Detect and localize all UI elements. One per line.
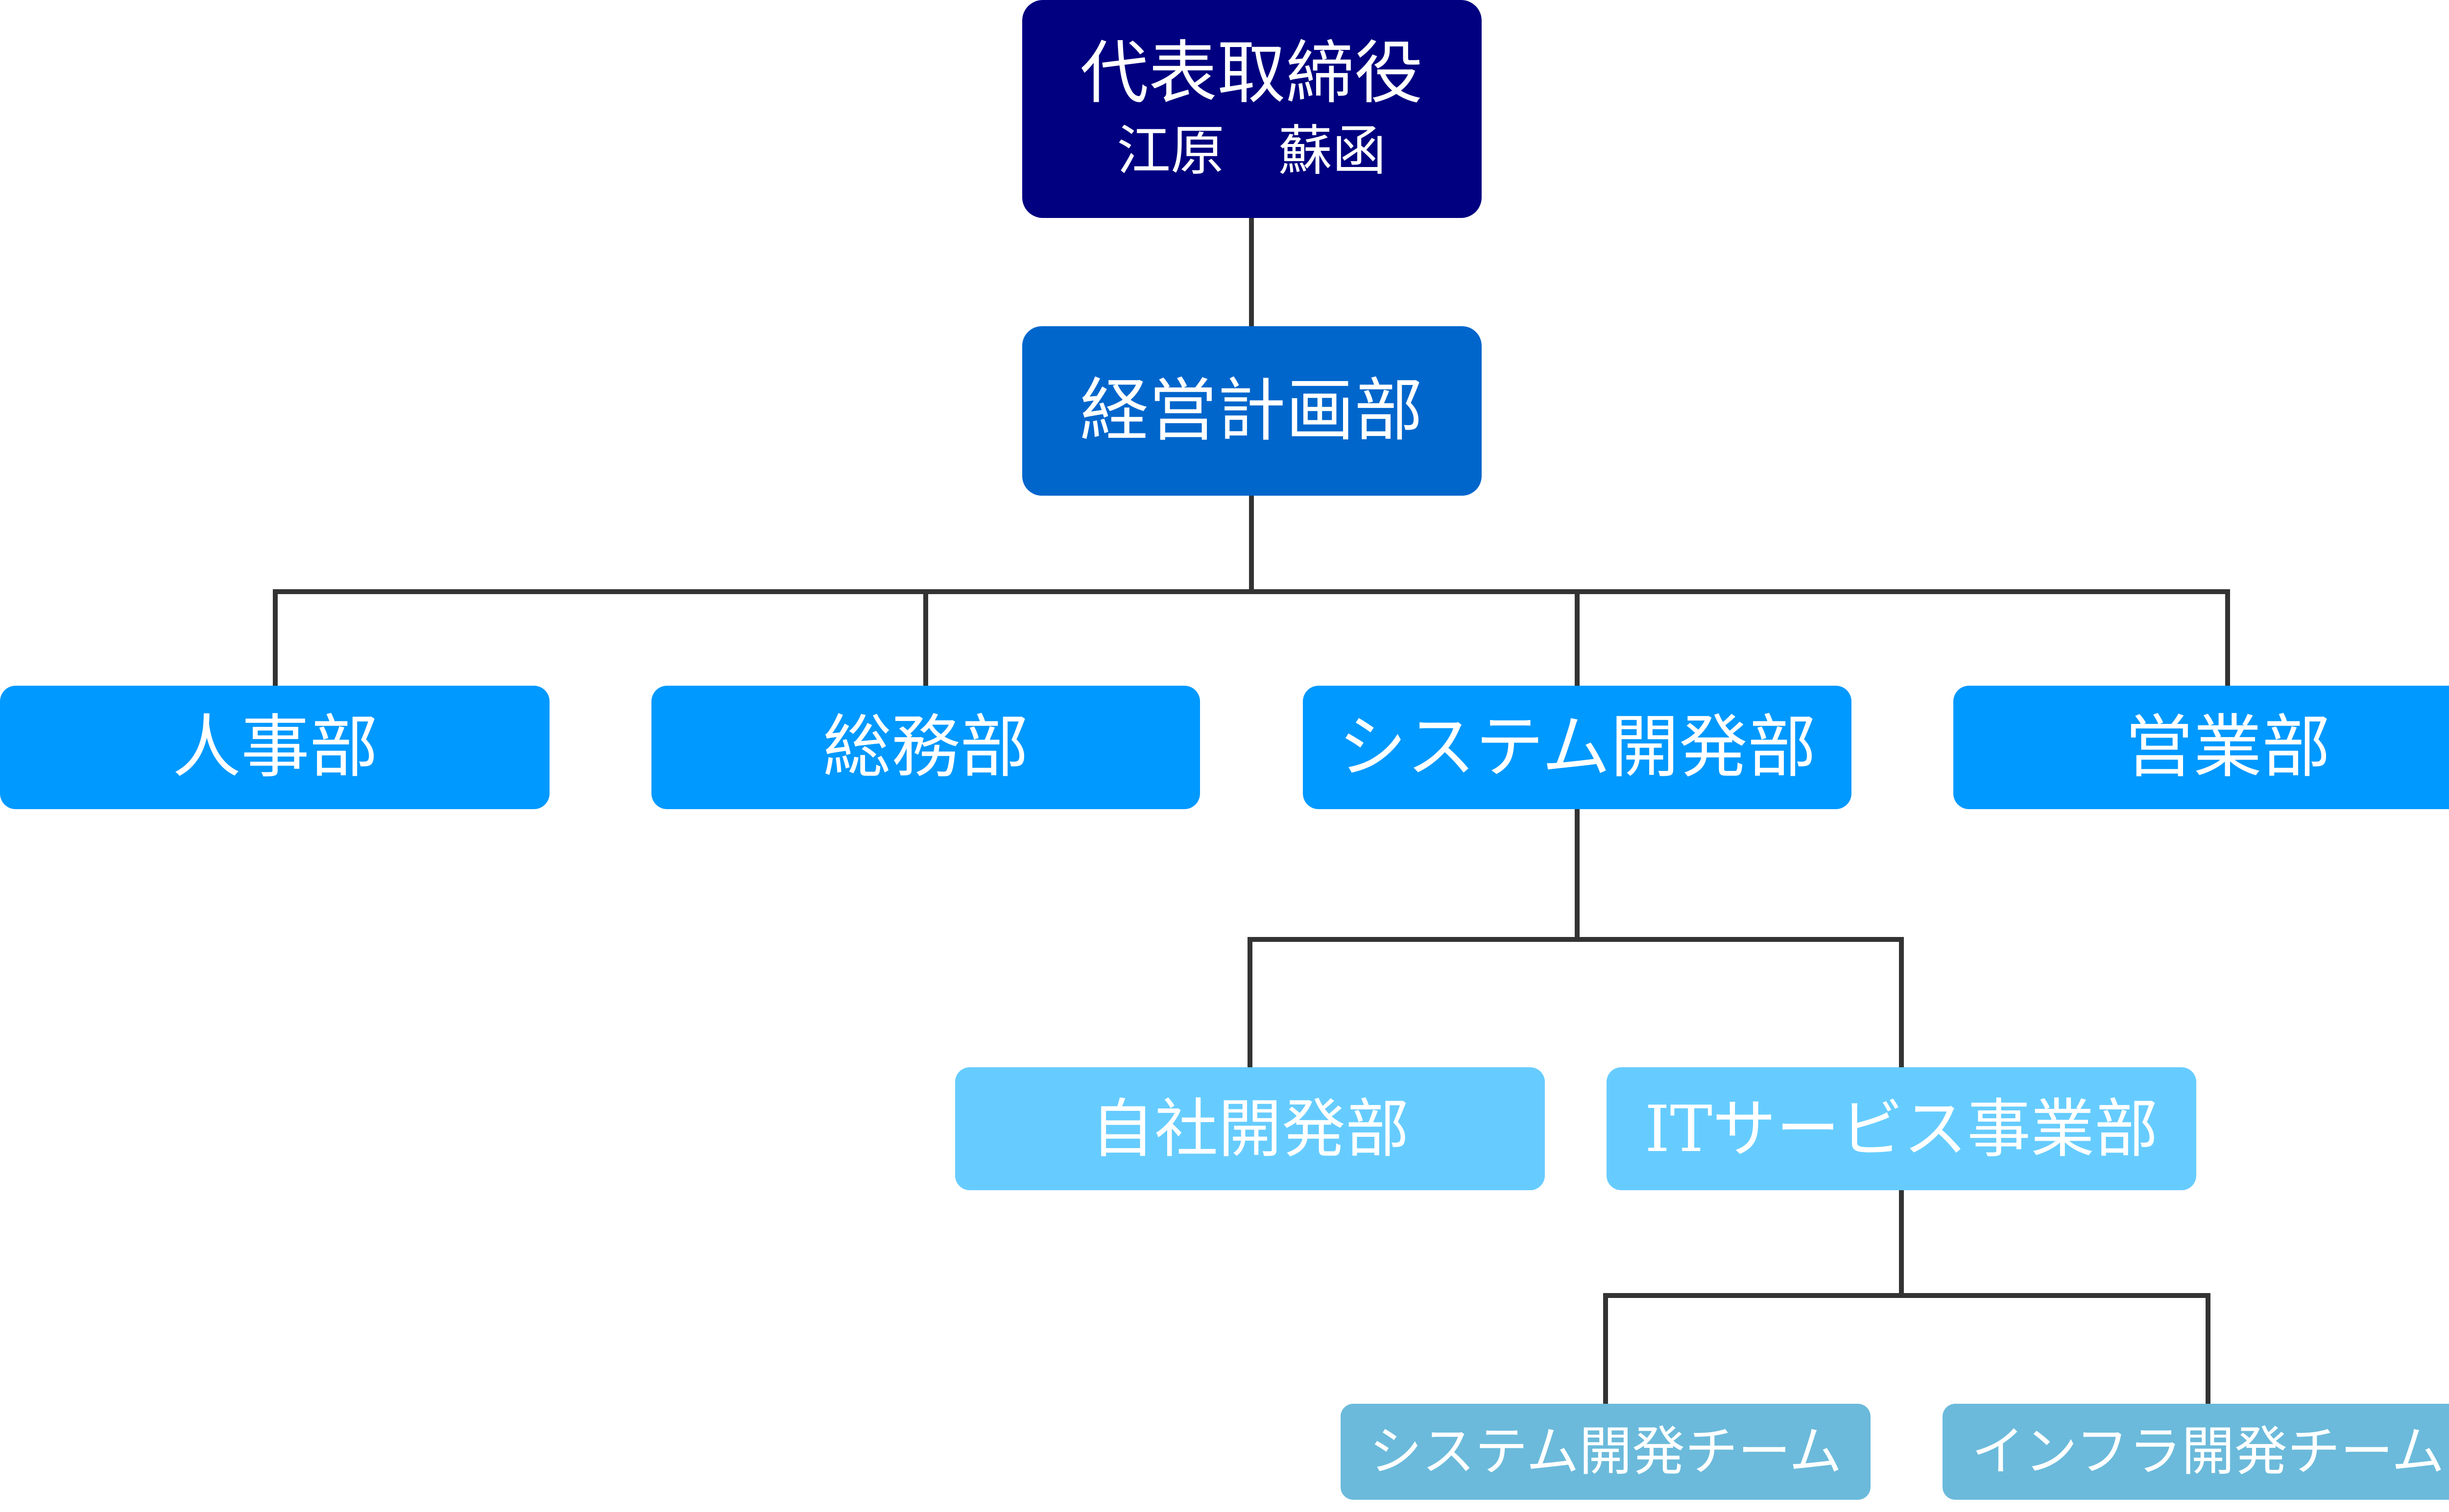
node-department-sales: 営業部 <box>1953 686 2449 809</box>
ceo-title: 代表取締役 <box>1080 34 1423 114</box>
department-system-dev-label: システム開発部 <box>1338 708 1816 788</box>
node-division-in-house-dev-box <box>955 1067 1545 1190</box>
division-in-house-dev-label: 自社開発部 <box>1091 1092 1409 1166</box>
node-division-it-service: ITサービス事業部 <box>1607 1067 2196 1190</box>
management-planning-label: 経営計画部 <box>1080 371 1423 451</box>
node-department-system-dev-box <box>1303 686 1851 809</box>
department-general-affairs-label: 総務部 <box>823 708 1029 788</box>
node-department-general-affairs: 総務部 <box>651 686 1200 809</box>
department-hr-label: 人事部 <box>172 708 378 788</box>
node-team-infra-dev: インフラ開発チーム <box>1943 1404 2449 1500</box>
node-department-hr: 人事部 <box>0 686 550 809</box>
node-department-system-dev: システム開発部 <box>1303 686 1851 809</box>
ceo-name: 江原 蘇函 <box>1117 120 1386 182</box>
node-team-infra-dev-box <box>1943 1404 2449 1500</box>
node-management-planning-box <box>1022 326 1482 496</box>
team-infra-dev-label: インフラ開発チーム <box>1971 1421 2445 1483</box>
node-team-system-dev: システム開発チーム <box>1341 1404 1871 1500</box>
node-ceo-box <box>1022 0 1482 218</box>
node-division-it-service-box <box>1607 1067 2196 1190</box>
node-division-in-house-dev: 自社開発部 <box>955 1067 1545 1190</box>
node-department-sales-box <box>1953 686 2449 809</box>
node-team-system-dev-box <box>1341 1404 1871 1500</box>
connector-systemdev-to-divisions <box>1248 807 1904 1070</box>
node-ceo: 代表取締役 江原 蘇函 <box>1022 0 1482 218</box>
team-system-dev-label: システム開発チーム <box>1369 1421 1842 1483</box>
connector-planning-to-departments <box>273 493 2230 688</box>
node-department-hr-box <box>0 686 550 809</box>
division-it-service-label: ITサービス事業部 <box>1645 1092 2158 1166</box>
connectors <box>273 216 2230 1406</box>
department-sales-label: 営業部 <box>2125 708 2330 788</box>
node-management-planning: 経営計画部 <box>1022 326 1482 496</box>
connector-itservice-to-teams <box>1603 1188 2210 1406</box>
node-department-general-affairs-box <box>651 686 1200 809</box>
